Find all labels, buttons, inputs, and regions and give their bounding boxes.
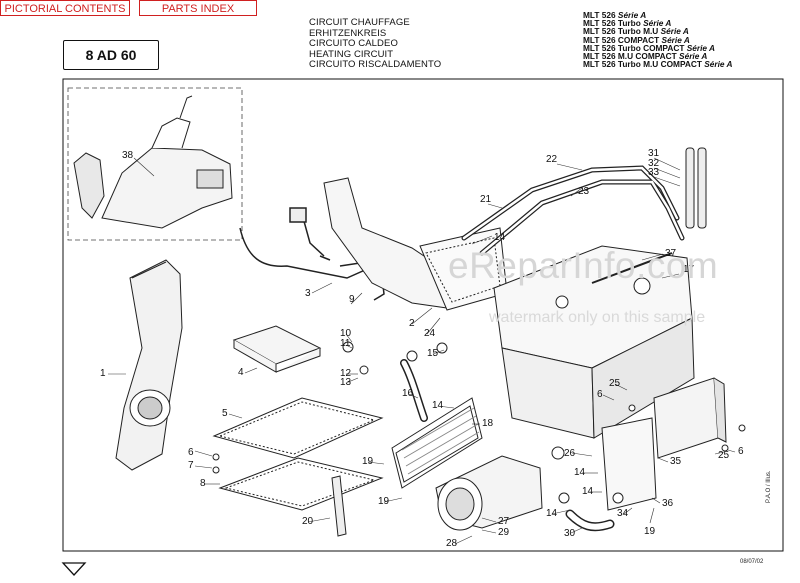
callout-25: 25 bbox=[609, 378, 621, 389]
callout-4: 4 bbox=[238, 367, 244, 378]
callout-34: 34 bbox=[617, 508, 629, 519]
callout-19: 19 bbox=[644, 526, 656, 537]
model-line: MLT 526 COMPACT Série A bbox=[583, 34, 690, 45]
callout-2: 2 bbox=[409, 318, 415, 329]
down-arrow-icon bbox=[61, 562, 87, 576]
callout-18: 18 bbox=[482, 418, 494, 429]
callout-32: 32 bbox=[648, 158, 660, 169]
circuit-titles: CIRCUIT CHAUFFAGE ERHITZENKREIS CIRCUITO… bbox=[309, 17, 549, 71]
rod-37 bbox=[591, 252, 673, 284]
wiring-harness-3 bbox=[239, 207, 393, 279]
callout-6: 6 bbox=[188, 447, 194, 458]
title-it: CIRCUITO RISCALDAMENTO bbox=[309, 59, 442, 71]
callout-37: 37 bbox=[665, 248, 677, 259]
bracket-20 bbox=[331, 475, 347, 537]
callout-17: 17 bbox=[683, 264, 695, 275]
model-line: MLT 526 Série A bbox=[583, 10, 647, 20]
leader-lines bbox=[108, 157, 736, 545]
model-line: MLT 526 Turbo Série A bbox=[583, 18, 672, 29]
detail-inset-38 bbox=[67, 87, 243, 241]
callout-15: 15 bbox=[427, 348, 439, 359]
hose-16-inner bbox=[401, 360, 427, 421]
callout-31: 31 bbox=[648, 148, 660, 159]
callout-26: 26 bbox=[564, 448, 576, 459]
tank-17 bbox=[493, 245, 695, 439]
callout-14: 14 bbox=[432, 400, 444, 411]
callout-35: 35 bbox=[670, 456, 682, 467]
callout-7: 7 bbox=[188, 460, 194, 471]
callout-14: 14 bbox=[582, 486, 594, 497]
heater-housing-38 bbox=[73, 95, 233, 229]
callout-27: 27 bbox=[498, 516, 510, 527]
callout-12: 12 bbox=[340, 368, 352, 379]
callout-3: 3 bbox=[305, 288, 311, 299]
print-date: 08/07/02 bbox=[740, 559, 764, 565]
callout-11: 11 bbox=[340, 338, 351, 349]
callout-30: 30 bbox=[564, 528, 576, 539]
model-line: MLT 526 Turbo COMPACT Série A bbox=[583, 42, 716, 53]
title-fr: CIRCUIT CHAUFFAGE bbox=[309, 17, 410, 28]
callout-10: 10 bbox=[340, 328, 352, 339]
parts-index-link[interactable]: PARTS INDEX bbox=[139, 0, 257, 16]
air-duct-1 bbox=[115, 259, 183, 471]
callout-28: 28 bbox=[446, 538, 458, 549]
callout-25: 25 bbox=[718, 450, 730, 461]
heater-hoses-inner bbox=[462, 166, 684, 255]
model-list: MLT 526 Série A MLT 526 Turbo Série A ML… bbox=[583, 10, 783, 70]
callout-9: 9 bbox=[349, 294, 355, 305]
callout-16: 16 bbox=[402, 388, 414, 399]
callout-6: 6 bbox=[738, 446, 744, 457]
title-de: ERHITZENKREIS bbox=[309, 27, 387, 39]
next-page-arrow-icon[interactable] bbox=[60, 560, 88, 578]
callout-38: 38 bbox=[122, 150, 134, 161]
callout-19: 19 bbox=[378, 496, 390, 507]
callout-6: 6 bbox=[597, 389, 603, 400]
callout-29: 29 bbox=[498, 527, 510, 538]
callout-19: 19 bbox=[362, 456, 374, 467]
callout-8: 8 bbox=[200, 478, 206, 489]
callout-21: 21 bbox=[480, 194, 492, 205]
watermark-subtext: watermark only on this sample bbox=[489, 309, 706, 326]
callout-36: 36 bbox=[662, 498, 674, 509]
page-code: 8 AD 60 bbox=[63, 40, 159, 70]
model-line: MLT 526 Turbo M.U Série A bbox=[583, 26, 689, 37]
hose-30-inner bbox=[567, 511, 613, 530]
callout-20: 20 bbox=[302, 516, 314, 527]
blower-27 bbox=[435, 455, 543, 531]
heating-circuit-diagram: 3831323322232114371713922441011121315651… bbox=[62, 78, 784, 552]
air-filter-4 bbox=[232, 325, 322, 373]
callout-14: 14 bbox=[574, 467, 586, 478]
radiator-18 bbox=[391, 397, 483, 489]
side-panel-35 bbox=[653, 377, 727, 459]
callout-14: 14 bbox=[494, 232, 506, 243]
watermark: eReparInfo.com bbox=[448, 245, 719, 286]
illus-code: P.A.O / Illus. bbox=[766, 470, 772, 503]
seal-frames-5-8 bbox=[212, 397, 384, 511]
callout-1: 1 bbox=[100, 368, 106, 379]
callout-33: 33 bbox=[648, 167, 660, 178]
callout-13: 13 bbox=[340, 377, 352, 388]
callout-24: 24 bbox=[424, 328, 436, 339]
coolant-pipe-31 bbox=[685, 147, 707, 229]
title-es: CIRCUITO CALDEO bbox=[309, 38, 398, 50]
callout-14: 14 bbox=[546, 508, 558, 519]
callout-22: 22 bbox=[546, 154, 558, 165]
pictorial-contents-link[interactable]: PICTORIAL CONTENTS bbox=[0, 0, 130, 16]
callout-23: 23 bbox=[578, 186, 590, 197]
callout-5: 5 bbox=[222, 408, 228, 419]
model-line: MLT 526 M.U COMPACT Série A bbox=[583, 51, 708, 62]
valve-bracket-36 bbox=[601, 417, 657, 511]
model-line: MLT 526 Turbo M.U COMPACT Série A bbox=[583, 59, 733, 70]
small-fittings bbox=[212, 341, 746, 504]
title-en: HEATING CIRCUIT bbox=[309, 48, 394, 60]
frame-border bbox=[62, 78, 784, 552]
